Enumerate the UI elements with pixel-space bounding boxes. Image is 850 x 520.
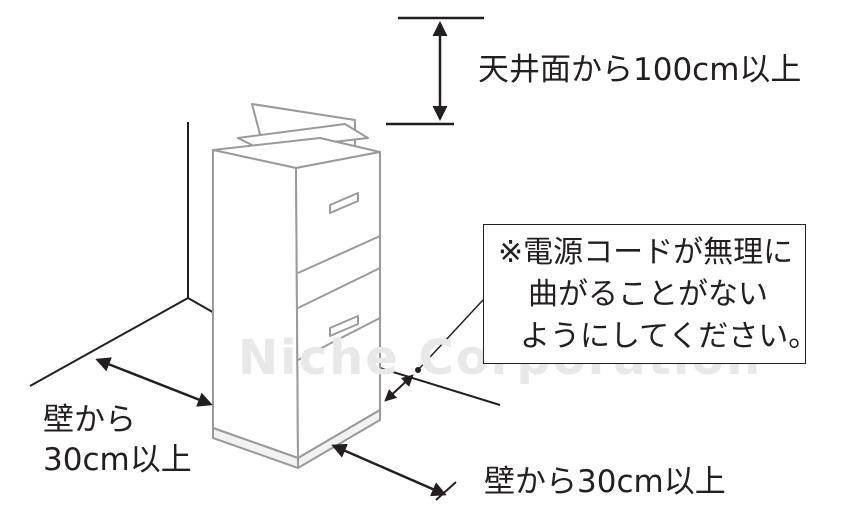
appliance-body [212, 103, 381, 469]
back-wall-arrow [331, 443, 447, 497]
appliance-side-face [295, 151, 381, 459]
floor-left-line [29, 297, 189, 387]
appliance-front-face [212, 149, 299, 459]
back-wall-label: 壁から30cm以上 [484, 464, 726, 500]
note-line-2: 曲がることがない [528, 277, 768, 312]
ceiling-clearance-indicator [386, 16, 484, 126]
drawer-divider-1 [297, 235, 381, 274]
note-line-3: ようにしてください。 [520, 319, 819, 354]
note-line-1: ※電源コードが無理に [498, 235, 794, 270]
side-gap-arrow [384, 374, 414, 402]
floor-front-line [379, 367, 501, 406]
back-wall-tick [435, 481, 457, 501]
drawer-divider-3 [297, 317, 381, 361]
ceiling-clearance-label: 天井面から100cm以上 [478, 52, 802, 88]
drawer-handle-2 [329, 315, 359, 337]
drawer-handle-1 [329, 192, 359, 214]
appliance-base-side [297, 409, 381, 469]
note-leader-line [417, 299, 484, 371]
floor-right-line [187, 297, 217, 315]
power-cord-note: ※電源コードが無理に 曲がることがない ようにしてください。 [483, 224, 818, 364]
side-wall-label-line1: 壁から [43, 402, 136, 438]
side-wall-label-line2: 30cm以上 [43, 442, 192, 478]
room-walls [29, 122, 501, 406]
drawer-divider-2 [297, 267, 381, 309]
side-wall-arrow [95, 357, 213, 407]
cord-point [415, 367, 421, 373]
